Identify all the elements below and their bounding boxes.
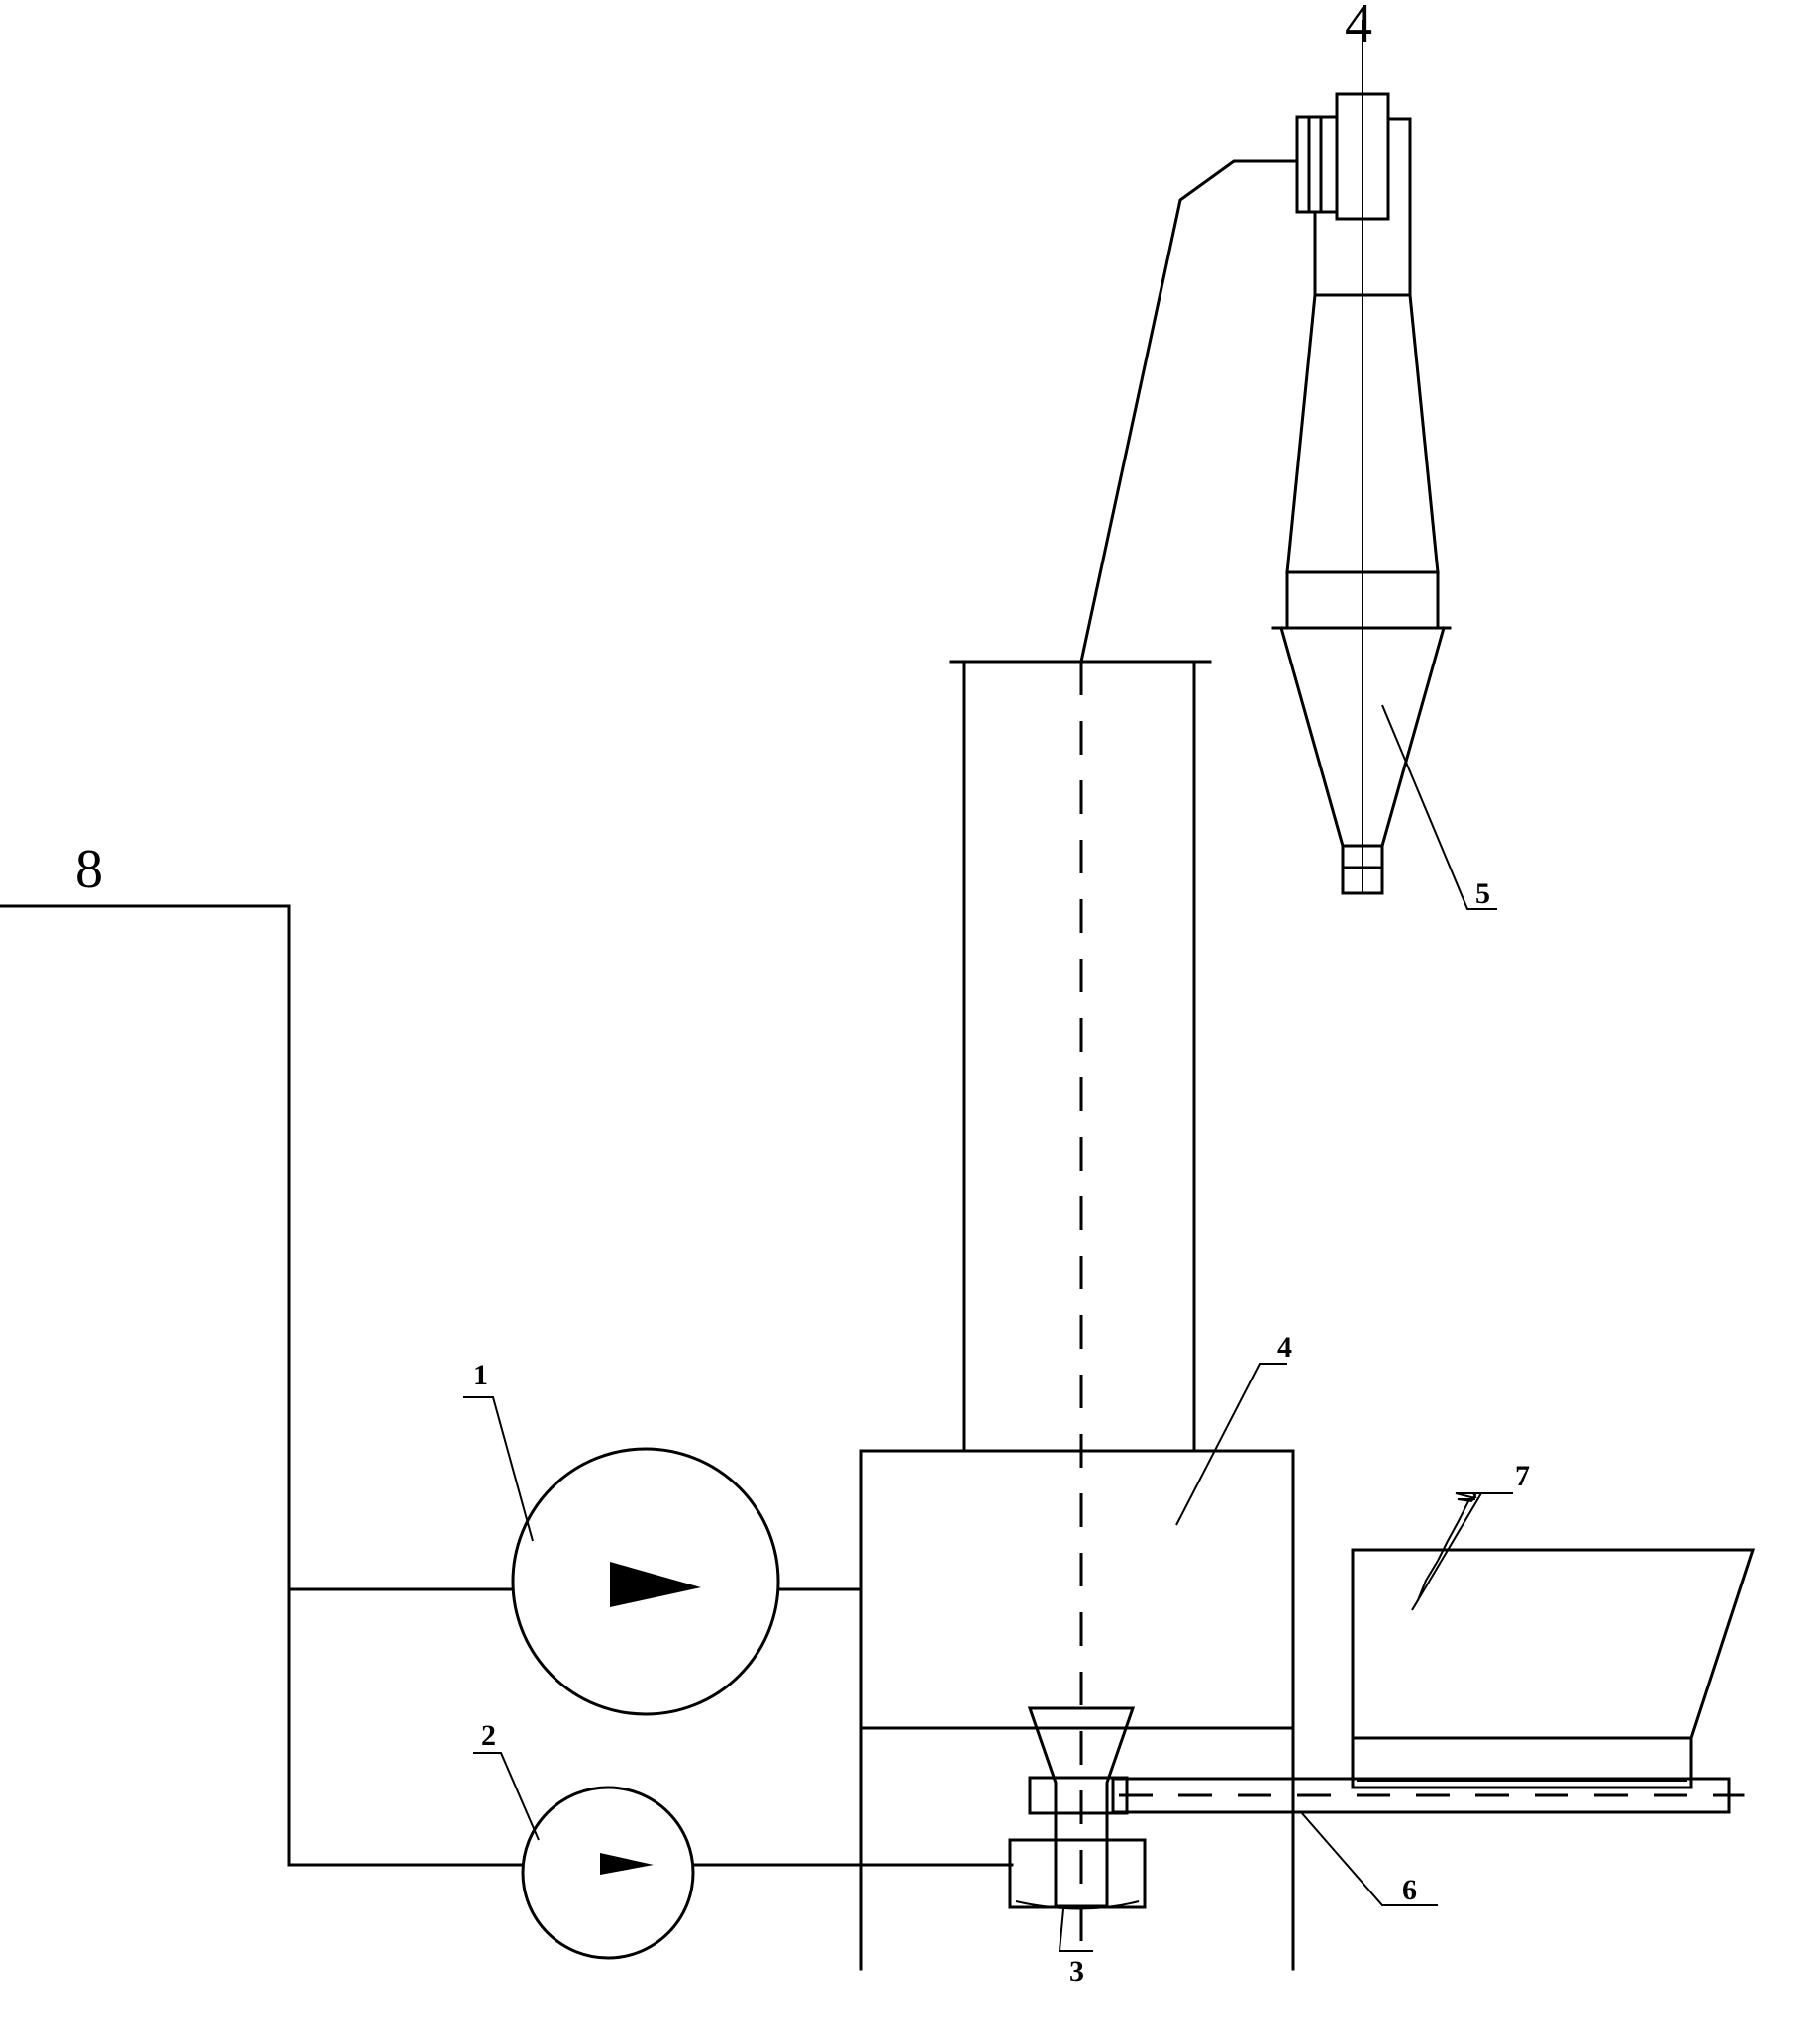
label-screw-conveyor: 6 [1402,1874,1417,1906]
main-fan-arrow-icon [610,1562,701,1607]
aux-fan-arrow-icon [600,1853,654,1875]
feeder-nozzle [1008,1706,1147,1910]
drying-chamber [859,660,1295,1971]
hopper [1351,1548,1756,1789]
label-drying-chamber: 4 [1277,1331,1292,1364]
label-fan-aux: 2 [481,1719,496,1752]
label-feeder-nozzle: 3 [1069,1955,1084,1988]
cyclone-separator [1271,20,1452,895]
label-top-axis: 4 [1345,0,1372,54]
label-air-inlet: 8 [75,839,103,900]
aux-fan [521,1786,695,1960]
screw-conveyor [1111,1777,1745,1814]
label-fan-main: 1 [473,1359,488,1391]
label-hopper: 7 [1515,1460,1530,1492]
label-cyclone: 5 [1475,877,1490,910]
air-inlet-line [0,904,1014,1867]
main-fan [511,1447,780,1716]
leader-lines [463,704,1513,1952]
cyclone-inlet-duct [1079,159,1299,664]
